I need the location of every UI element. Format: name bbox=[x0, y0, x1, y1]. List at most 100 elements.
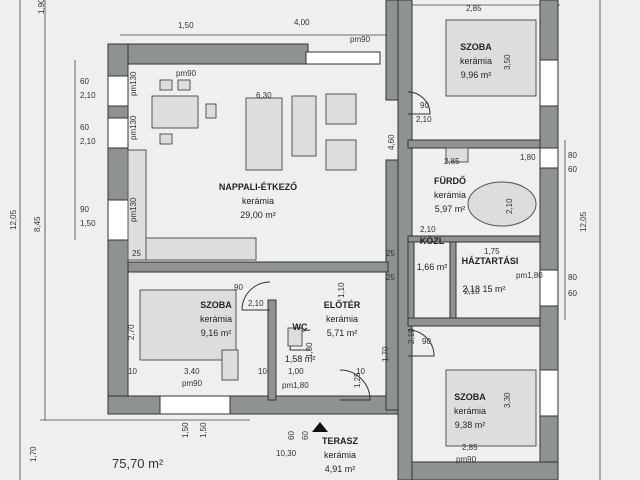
dim-label: pm130 bbox=[129, 115, 138, 140]
dim-label: 8,45 bbox=[33, 216, 42, 232]
room-area: 2,18 15 m² bbox=[462, 284, 505, 294]
dim-label: 25 bbox=[386, 273, 395, 282]
dim-label: 1,70 bbox=[29, 446, 38, 462]
dim-label: 60 bbox=[568, 289, 577, 298]
dim-label: 2,85 bbox=[462, 443, 478, 452]
sofa bbox=[245, 97, 283, 171]
dim-label: 2,10 bbox=[420, 225, 436, 234]
room-floor: kerámia bbox=[242, 196, 274, 206]
toilet bbox=[287, 327, 303, 347]
room-floor: kerámia bbox=[324, 450, 356, 460]
room-name: ELŐTÉR bbox=[324, 299, 361, 310]
room-area: 9,38 m² bbox=[455, 420, 486, 430]
room-floor: kerámia bbox=[454, 406, 486, 416]
dining-table bbox=[151, 95, 199, 129]
dim-label: 60 bbox=[301, 431, 310, 440]
dim-label: 4,00 bbox=[294, 18, 310, 27]
dim-label: 2,10 bbox=[80, 91, 96, 100]
dim-label: 1,00 bbox=[288, 367, 304, 376]
dim-label: 60 bbox=[80, 123, 89, 132]
wardrobe bbox=[221, 349, 239, 381]
dim-label: 10,30 bbox=[276, 449, 297, 458]
dim-label: 2,10 bbox=[80, 137, 96, 146]
armchair bbox=[325, 93, 357, 125]
room-area: 9,96 m² bbox=[461, 70, 492, 80]
room-area: 5,97 m² bbox=[435, 204, 466, 214]
windows bbox=[107, 51, 559, 417]
dim-label: 1,50 bbox=[178, 21, 194, 30]
dim-label: 60 bbox=[80, 77, 89, 86]
dim-label: 3,40 bbox=[184, 367, 200, 376]
room-area: 1,66 m² bbox=[417, 262, 448, 272]
interior-walls bbox=[127, 139, 541, 401]
dim-label: 2,10 bbox=[505, 198, 514, 214]
dim-label: 1,50 bbox=[80, 219, 96, 228]
dim-label: 2,10 bbox=[416, 115, 432, 124]
armchair bbox=[325, 139, 357, 171]
room-name: SZOBA bbox=[460, 42, 492, 52]
bed bbox=[445, 369, 537, 447]
sink bbox=[445, 147, 469, 163]
dim-label: 2,10 bbox=[407, 328, 416, 344]
dim-label: pm130 bbox=[129, 71, 138, 96]
dim-label: 1,50 bbox=[181, 422, 190, 438]
chair bbox=[177, 79, 191, 91]
dim-label: 10 bbox=[128, 367, 137, 376]
chair bbox=[159, 133, 173, 145]
entrance-marker bbox=[312, 422, 328, 432]
dim-label: 90 bbox=[80, 205, 89, 214]
dim-label: pm90 bbox=[182, 379, 203, 388]
room-name: KÖZL bbox=[420, 236, 445, 246]
room-area: 1,58 m² bbox=[285, 354, 316, 364]
room-area: 5,71 m² bbox=[327, 328, 358, 338]
dim-label: pm90 bbox=[176, 69, 197, 78]
room-name: HÁZTARTÁSI bbox=[462, 256, 519, 266]
room-labels: NAPPALI-ÉTKEZŐ kerámia 29,00 m² SZOBA ke… bbox=[200, 42, 518, 474]
dim-label: pm1,80 bbox=[516, 271, 543, 280]
dim-label: 1,10 bbox=[337, 282, 346, 298]
dim-label: 1,50 bbox=[199, 422, 208, 438]
dim-label: 12,05 bbox=[9, 209, 18, 230]
dim-label: 3,30 bbox=[503, 392, 512, 408]
dim-label: 12,05 bbox=[579, 211, 588, 232]
dim-label: 2,70 bbox=[127, 324, 136, 340]
room-name: SZOBA bbox=[454, 392, 486, 402]
dim-label: pm90 bbox=[456, 455, 477, 464]
kitchen-counter bbox=[127, 149, 147, 261]
room-floor: kerámia bbox=[200, 314, 232, 324]
dim-label: 2,85 bbox=[444, 157, 460, 166]
dim-label: 80 bbox=[568, 273, 577, 282]
room-floor: kerámia bbox=[326, 314, 358, 324]
bathtub bbox=[467, 181, 537, 227]
dim-label: pm90 bbox=[350, 35, 371, 44]
dim-label: 6,30 bbox=[256, 91, 272, 100]
bed bbox=[139, 289, 237, 361]
room-name: FÜRDŐ bbox=[434, 175, 466, 186]
dim-label: 60 bbox=[568, 165, 577, 174]
dim-label: 1,70 bbox=[381, 346, 390, 362]
room-name: NAPPALI-ÉTKEZŐ bbox=[219, 181, 297, 192]
doors bbox=[241, 91, 435, 401]
dim-label: 90 bbox=[234, 283, 243, 292]
room-floor: kerámia bbox=[434, 190, 466, 200]
dim-label: 60 bbox=[287, 431, 296, 440]
chair bbox=[205, 103, 217, 119]
dim-label: 1,75 bbox=[484, 247, 500, 256]
total-area: 75,70 m² bbox=[112, 456, 164, 471]
chair bbox=[159, 79, 173, 91]
bed bbox=[445, 19, 537, 97]
dim-label: pm1,80 bbox=[282, 381, 309, 390]
dimension-labels: 1,50 4,00 2,85 60 2,10 60 2,10 90 1,50 p… bbox=[9, 0, 588, 464]
dim-label: 80 bbox=[568, 151, 577, 160]
room-name: WC bbox=[293, 322, 308, 332]
dim-label: 90 bbox=[420, 101, 429, 110]
dim-label: 1,80 bbox=[305, 342, 314, 358]
room-area: 9,16 m² bbox=[201, 328, 232, 338]
dim-label: 1,80 bbox=[520, 153, 536, 162]
room-name: SZOBA bbox=[200, 300, 232, 310]
dim-label: pm130 bbox=[129, 197, 138, 222]
dim-label: 25 bbox=[386, 249, 395, 258]
room-name: TERASZ bbox=[322, 436, 359, 446]
furniture bbox=[127, 19, 537, 447]
